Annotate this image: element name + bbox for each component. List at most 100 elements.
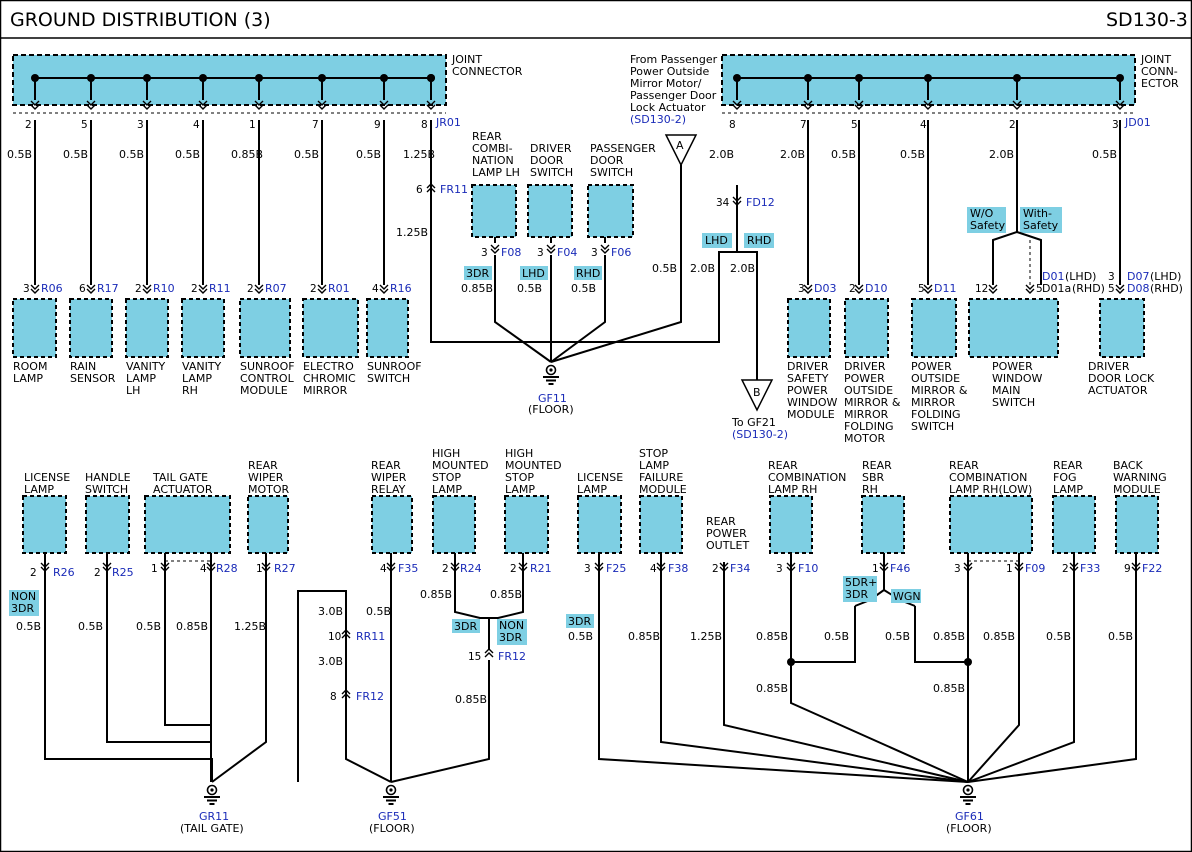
gf61-code-3: F10 [798, 562, 818, 575]
jr01-comp-name-2-1: LAMP [126, 372, 156, 385]
to-note: To GF21 [731, 416, 776, 429]
jd01-label-1: JOINT [1140, 53, 1171, 66]
dla-name-1: DOOR LOCK [1088, 372, 1155, 385]
gf51-component-0 [371, 495, 413, 554]
dla-code1: D07 [1127, 270, 1149, 283]
jr01-label-2: CONNECTOR [452, 65, 523, 78]
pws-code2-note: (RHD) [1072, 282, 1105, 295]
fd12-code: FD12 [746, 196, 775, 209]
jr01-comp-name-1-1: SENSOR [70, 372, 116, 385]
gr11-wire-2b: 0.85B [176, 620, 208, 633]
gf61-component-1 [639, 495, 683, 554]
page-title: GROUND DISTRIBUTION (3) [10, 9, 271, 31]
gf11-comp-code-1: F04 [557, 246, 577, 259]
page-code: SD130-3 [1106, 9, 1188, 31]
gf61-name-1-1: LAMP [639, 459, 669, 472]
gf51-component-2 [504, 495, 549, 554]
jd01-label-2: CONN- [1141, 65, 1178, 78]
jr01-pin-0: 2 [25, 119, 32, 131]
jd01-wire-5: 0.5B [1092, 148, 1117, 161]
gf61-pin-2: 2 [712, 563, 719, 575]
jd01-pin-0: 8 [729, 119, 736, 131]
jr01-comp-pin-1: 6 [79, 283, 86, 295]
gf61-variant-4b: 3DR [845, 588, 868, 601]
from-ref: (SD130-2) [630, 113, 686, 126]
gf11-comp-variant-1: LHD [522, 267, 545, 280]
jd01-comp-name-0-0: DRIVER [787, 360, 829, 373]
jr01-label-1: JOINT [451, 53, 482, 66]
gr11-pin-2b: 4 [200, 563, 207, 575]
jr01-component-4 [239, 298, 291, 358]
ground-gf11 [542, 364, 560, 385]
rhd-tag: RHD [747, 234, 771, 247]
jd01-comp-name-2-0: POWER [911, 360, 952, 373]
gf61-pin-4: 1 [872, 563, 879, 575]
jd01-comp-name-1-3: MIRROR & [844, 396, 901, 409]
gf11-comp-name-2-1: DOOR [590, 154, 624, 167]
gf61-name-6-2: LAMP [1053, 483, 1083, 496]
from-note-5: Lock Actuator [630, 101, 706, 114]
gf61-name-4-1: SBR [862, 471, 885, 484]
gf61-name-6-0: REAR [1053, 459, 1083, 472]
gf11-comp-pin-1: 3 [537, 247, 544, 259]
lhd-wire: 2.0B [690, 262, 715, 275]
gf51-gnd-code: GF51 [378, 810, 407, 823]
gr11-code-0: R26 [53, 566, 75, 579]
gf61-component-4 [861, 495, 905, 554]
gf61-wire-5a: 0.85B [933, 630, 965, 643]
pws-name-0: POWER [992, 360, 1033, 373]
gf51-name-0-0: REAR [371, 459, 401, 472]
jr01-comp-name-0-0: ROOM [13, 360, 47, 373]
jd01-pin-1: 7 [800, 119, 807, 131]
jr01-comp-code-3: R11 [209, 282, 231, 295]
gr11-component-0 [22, 495, 67, 554]
gf61-name-7-1: WARNING [1113, 471, 1167, 484]
gr11-name-1-0: HANDLE [85, 471, 131, 484]
gf61-wire-1: 0.85B [628, 630, 660, 643]
gf51-name-2-1: MOUNTED [505, 459, 562, 472]
gf61-name-3-2: LAMP RH [768, 483, 817, 496]
jr01-comp-code-0: R06 [41, 282, 63, 295]
gf61-pin-7: 9 [1124, 563, 1131, 575]
gr11-wire-3: 1.25B [234, 620, 266, 633]
gf11-comp-pin-2: 3 [591, 247, 598, 259]
jr01-comp-name-4-0: SUNROOF [240, 360, 295, 373]
gr11-component-3 [247, 495, 289, 554]
fr11-wire: 1.25B [396, 226, 428, 239]
gr11-component-2 [144, 495, 231, 554]
pws-pin-r: 5 [1036, 283, 1043, 295]
jr01-comp-name-2-2: LH [126, 384, 140, 397]
jr01-comp-code-2: R10 [153, 282, 175, 295]
jr01-pin-6: 9 [374, 119, 381, 131]
jd01-component-2 [911, 298, 957, 358]
gf61-name-6-1: FOG [1053, 471, 1077, 484]
dla-name-0: DRIVER [1088, 360, 1130, 373]
gr11-pin-2a: 1 [151, 563, 158, 575]
gr11-code-2: R28 [216, 562, 238, 575]
gf61-wire-5b: 0.85B [983, 630, 1015, 643]
fr12b-pin: 15 [468, 651, 481, 663]
jd01-comp-name-1-2: OUTSIDE [844, 384, 893, 397]
fd12-pin: 34 [716, 197, 730, 209]
jr01-comp-name-4-2: MODULE [240, 384, 288, 397]
jd01-comp-name-0-1: SAFETY [787, 372, 829, 385]
gf11-comp-name-2-2: SWITCH [590, 166, 633, 179]
gf61-name-3-1: COMBINATION [768, 471, 846, 484]
gr11-wire-1: 0.5B [78, 620, 103, 633]
gf11-comp-code-0: F08 [501, 246, 521, 259]
gf61-name-4-0: REAR [862, 459, 892, 472]
rr11-pin: 10 [328, 631, 341, 643]
jr01-comp-name-5-0: ELECTRO [303, 360, 354, 373]
joint-connector-jr01 [12, 54, 447, 114]
gf51-name-0-1: WIPER [371, 471, 407, 484]
gf11-comp-variant-0: 3DR [466, 267, 489, 280]
gf61-pin-3: 3 [776, 563, 783, 575]
gf61-variant-4c: WGN [893, 590, 921, 603]
jr01-wire-0: 0.5B [7, 148, 32, 161]
jr01-wire-5: 0.5B [294, 148, 319, 161]
jd01-comp-pin-2: 5 [918, 283, 925, 295]
gf61-component-5 [949, 495, 1033, 554]
jd01-pin-5: 3 [1112, 119, 1119, 131]
jd01-wire-0: 2.0B [709, 148, 734, 161]
gf61-name-4-2: RH [862, 483, 878, 496]
